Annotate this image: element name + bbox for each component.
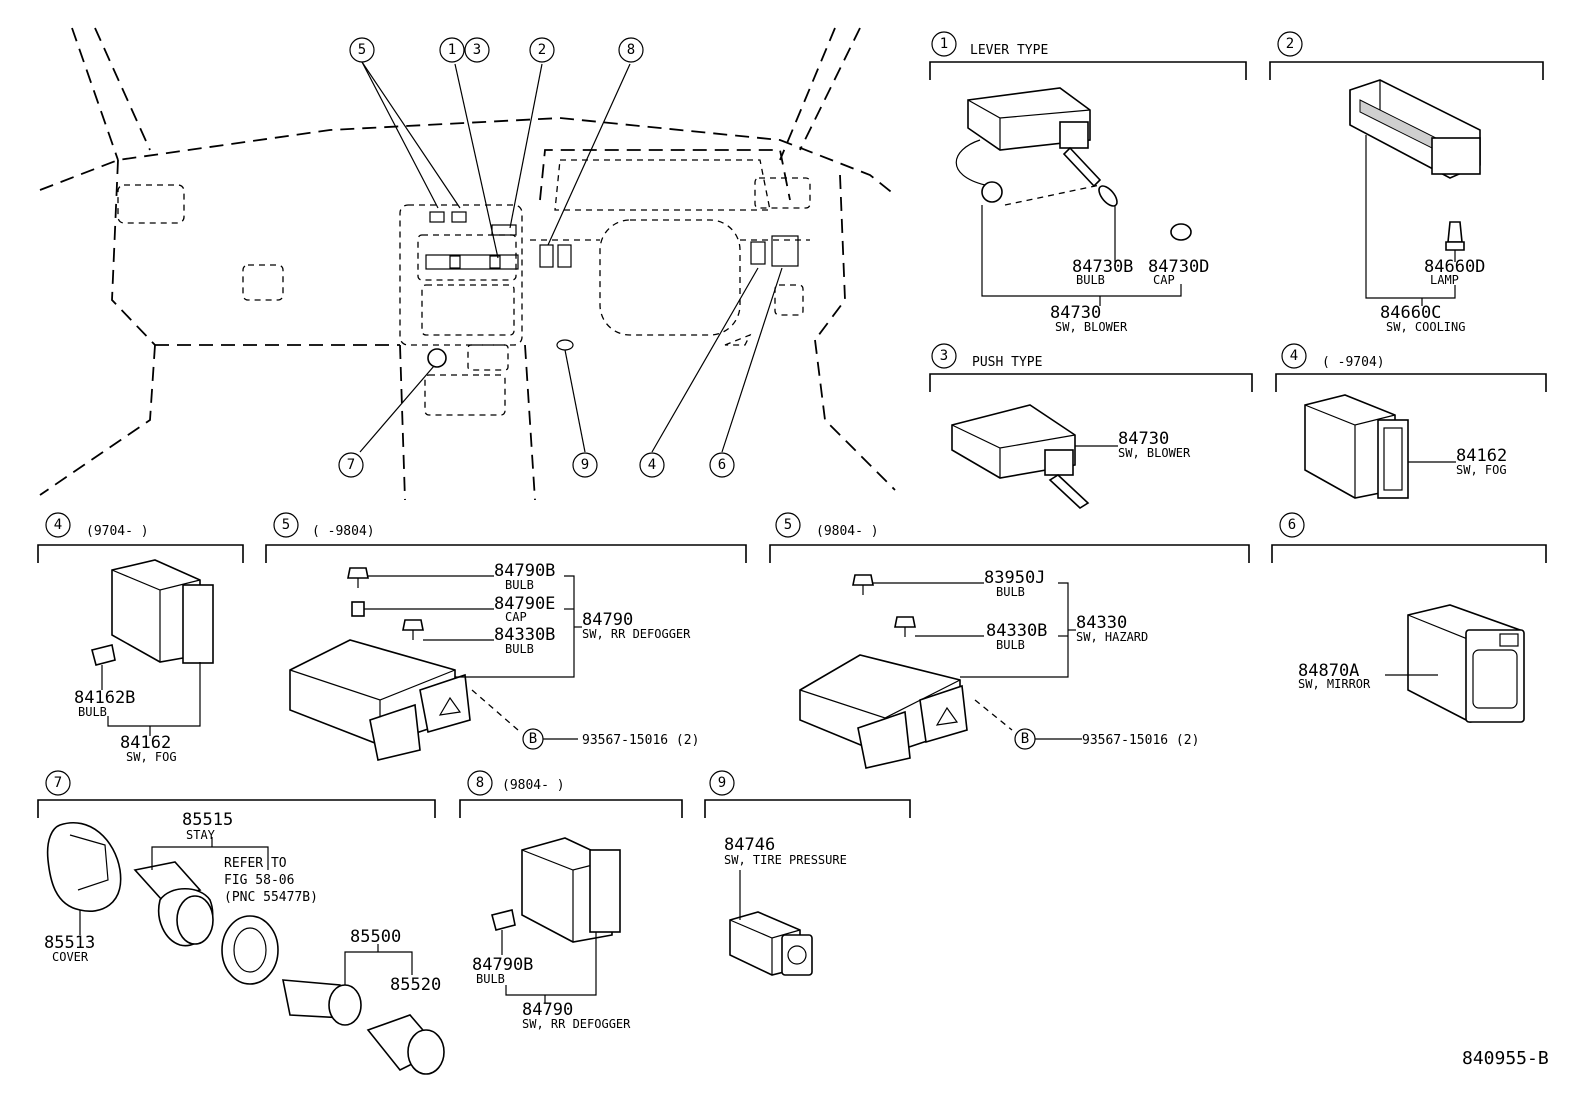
part-84660D: 84660D (1424, 257, 1485, 277)
callout-4: 4 (648, 457, 656, 473)
callout-b-5b: B (1021, 731, 1029, 747)
label-bulb-84330B-late: BULB (996, 638, 1025, 652)
label-sw-rr-defogger-s8: SW, RR DEFOGGER (522, 1017, 631, 1031)
section-8-range: (9804- ) (502, 778, 565, 793)
label-bulb-s8: BULB (476, 972, 505, 986)
callout-5: 5 (358, 42, 366, 58)
part-83950J: 83950J (984, 568, 1045, 588)
label-cap-84790E: CAP (505, 610, 527, 624)
part-84730: 84730 (1050, 303, 1101, 323)
section-2-number: 2 (1286, 36, 1294, 52)
label-cap: CAP (1153, 273, 1175, 287)
ref-line-2: FIG 58-06 (224, 873, 294, 888)
label-sw-cooling: SW, COOLING (1386, 320, 1465, 334)
part-screw-5b: 93567-15016 (2) (1082, 733, 1199, 748)
part-84790: 84790 (582, 610, 633, 630)
label-sw-tire-pressure: SW, TIRE PRESSURE (724, 853, 847, 867)
callout-b-5a: B (529, 731, 537, 747)
section-5-hazard-late: 5 (9804- ) B 83950J BULB 84330B BULB 843… (769, 512, 1250, 769)
section-5-defogger-early: 5 ( -9804) B 84790B BULB 84790E CAP 8479… (265, 512, 747, 761)
ref-line-1: REFER TO (224, 856, 287, 871)
label-sw-rr-defogger: SW, RR DEFOGGER (582, 627, 691, 641)
section-9-number: 9 (718, 775, 726, 791)
label-sw-hazard: SW, HAZARD (1076, 630, 1148, 644)
part-85520: 85520 (390, 975, 441, 995)
section-7-number: 7 (54, 775, 62, 791)
drawing-code: 840955-B (1462, 1048, 1549, 1069)
part-84790E: 84790E (494, 594, 555, 614)
section-6-number: 6 (1288, 517, 1296, 533)
label-bulb-84330B: BULB (505, 642, 534, 656)
section-1-lever-type: 1 LEVER TYPE 84730B BULB 84730D CAP 8473… (929, 31, 1247, 334)
section-6-mirror-switch: 6 84870A SW, MIRROR (1271, 512, 1547, 723)
label-sw-blower-push: SW, BLOWER (1118, 446, 1191, 460)
section-5a-number: 5 (282, 517, 290, 533)
section-4a-range: ( -9704) (1322, 355, 1385, 370)
part-84790B: 84790B (494, 561, 555, 581)
section-4-fog-late: 4 (9704- ) 84162B BULB 84162 SW, FOG (37, 512, 244, 764)
callout-2: 2 (538, 42, 546, 58)
section-4b-number: 4 (54, 517, 62, 533)
part-84790-s8: 84790 (522, 1000, 573, 1020)
overview-leaders (359, 61, 783, 453)
part-84162-late: 84162 (120, 733, 171, 753)
part-84730D: 84730D (1148, 257, 1209, 277)
part-84660C: 84660C (1380, 303, 1441, 323)
label-sw-mirror: SW, MIRROR (1298, 677, 1371, 691)
callout-7: 7 (347, 457, 355, 473)
section-3-push-type: 3 PUSH TYPE 84730 SW, BLOWER (929, 343, 1253, 510)
part-84162B: 84162B (74, 688, 135, 708)
callout-8: 8 (627, 42, 635, 58)
overview-callouts: 5 1 3 2 8 7 9 4 6 (338, 37, 735, 478)
part-84730B: 84730B (1072, 257, 1133, 277)
section-9-tire-pressure: 9 84746 SW, TIRE PRESSURE (704, 770, 911, 976)
section-4a-number: 4 (1290, 348, 1298, 364)
callout-6: 6 (718, 457, 726, 473)
section-5a-range: ( -9804) (312, 524, 375, 539)
part-84790B-s8: 84790B (472, 955, 533, 975)
part-85500: 85500 (350, 927, 401, 947)
part-84330B-late: 84330B (986, 621, 1047, 641)
label-stay: STAY (186, 828, 216, 842)
label-cover: COVER (52, 950, 89, 964)
section-2-cooling-switch: 2 84660D LAMP 84660C SW, COOLING (1269, 31, 1544, 334)
section-8-number: 8 (476, 775, 484, 791)
section-4b-range: (9704- ) (86, 524, 149, 539)
label-bulb-83950J: BULB (996, 585, 1025, 599)
section-5b-number: 5 (784, 517, 792, 533)
section-5b-range: (9804- ) (816, 524, 879, 539)
label-lamp: LAMP (1430, 273, 1459, 287)
ref-line-3: (PNC 55477B) (224, 890, 318, 905)
dashboard-overview (39, 27, 896, 501)
part-84730-push: 84730 (1118, 429, 1169, 449)
part-84746: 84746 (724, 835, 775, 855)
part-84870A: 84870A (1298, 661, 1359, 681)
label-sw-fog-late: SW, FOG (126, 750, 177, 764)
section-4-fog-early: 4 ( -9704) 84162 SW, FOG (1275, 343, 1547, 499)
part-85515: 85515 (182, 810, 233, 830)
section-3-title: PUSH TYPE (972, 355, 1042, 370)
part-85513: 85513 (44, 933, 95, 953)
label-sw-fog: SW, FOG (1456, 463, 1507, 477)
section-7-cigarette-lighter: 7 85515 STAY REFER TO FIG 58-06 (PNC 554… (37, 770, 445, 1075)
callout-1: 1 (448, 42, 456, 58)
label-sw-blower: SW, BLOWER (1055, 320, 1128, 334)
callout-9: 9 (581, 457, 589, 473)
label-bulb-84790B: BULB (505, 578, 534, 592)
label-bulb-4b: BULB (78, 705, 107, 719)
section-1-number: 1 (940, 36, 948, 52)
part-84330B: 84330B (494, 625, 555, 645)
label-bulb: BULB (1076, 273, 1105, 287)
callout-3: 3 (473, 42, 481, 58)
part-84330: 84330 (1076, 613, 1127, 633)
section-1-title: LEVER TYPE (970, 43, 1048, 58)
section-8-defogger-late: 8 (9804- ) 84790B BULB 84790 SW, RR DEFO… (459, 770, 683, 1031)
section-3-number: 3 (940, 348, 948, 364)
part-screw-5a: 93567-15016 (2) (582, 733, 699, 748)
part-84162: 84162 (1456, 446, 1507, 466)
